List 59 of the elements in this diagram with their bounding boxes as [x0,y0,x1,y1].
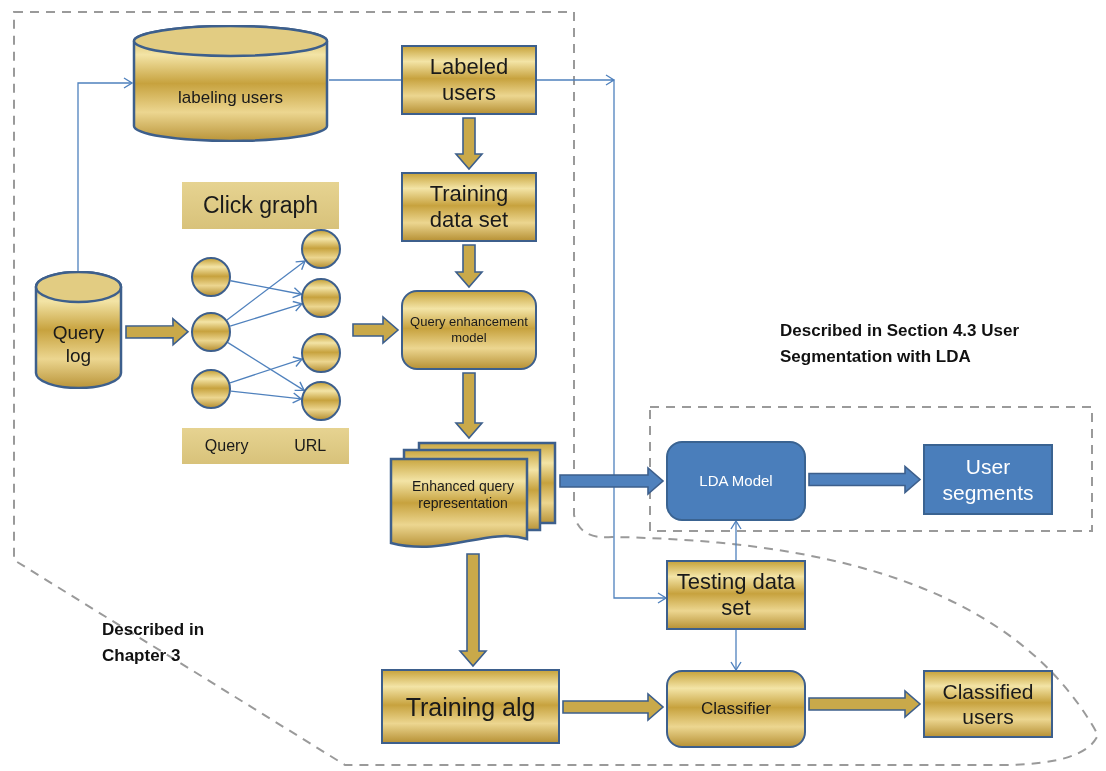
arrow [536,74,667,604]
block-arrow [454,117,484,171]
graph-node-circle [301,333,341,373]
node-text: Click graph [201,191,319,220]
region-caption: Described in Section 4.3 User Segmentation with LDA [780,320,1021,368]
graph-node-circle [301,381,341,421]
process-box [666,560,806,630]
block-arrow [454,372,484,440]
process-box [401,172,537,242]
node-text: Query log [51,322,106,368]
rounded-process-box [401,290,537,370]
arrow [226,260,306,321]
block-arrow [808,689,922,719]
arrow [229,300,303,327]
graph-node-circle [191,369,231,409]
node-text: Training alg [404,691,537,722]
graph-node-circle [191,312,231,352]
database-cylinder [34,271,123,389]
document-stack [389,441,557,551]
node-text: User segments [941,454,1035,505]
connector-line [328,79,402,81]
node-text: labeling users [177,88,284,109]
node-text: Labeled users [428,53,510,107]
arrow [230,390,302,404]
arrow [730,520,742,561]
process-box [923,670,1053,738]
rounded-process-box [666,441,806,521]
block-arrow [125,317,190,347]
caption-band [182,428,349,464]
block-arrow [808,464,922,495]
block-arrow [458,553,488,668]
block-arrow [352,315,400,345]
caption-band [182,182,339,229]
node-text: URL [293,436,328,456]
node-text: Training data set [428,180,510,234]
node-text: Query [203,436,250,456]
node-text: Classified users [941,678,1035,730]
graph-node-circle [191,257,231,297]
node-text: LDA Model [698,472,774,490]
arrow [77,77,133,272]
graph-node-circle [301,278,341,318]
node-text: Testing data set [675,568,797,622]
process-box [401,45,537,115]
block-arrow [454,244,484,289]
region-caption: Described in Chapter 3 [102,619,206,667]
node-text: Query enhancement model [409,314,529,346]
arrow [230,280,303,299]
process-box [381,669,560,744]
graph-node-circle [301,229,341,269]
node-text: Enhanced query representation [411,478,515,512]
block-arrow [562,692,665,722]
process-box [923,444,1053,515]
rounded-process-box [666,670,806,748]
block-arrow [559,466,665,496]
arrow [227,342,305,392]
database-cylinder [132,25,329,142]
node-text: Classifier [700,698,772,720]
arrow [229,356,303,384]
arrow [730,629,742,671]
